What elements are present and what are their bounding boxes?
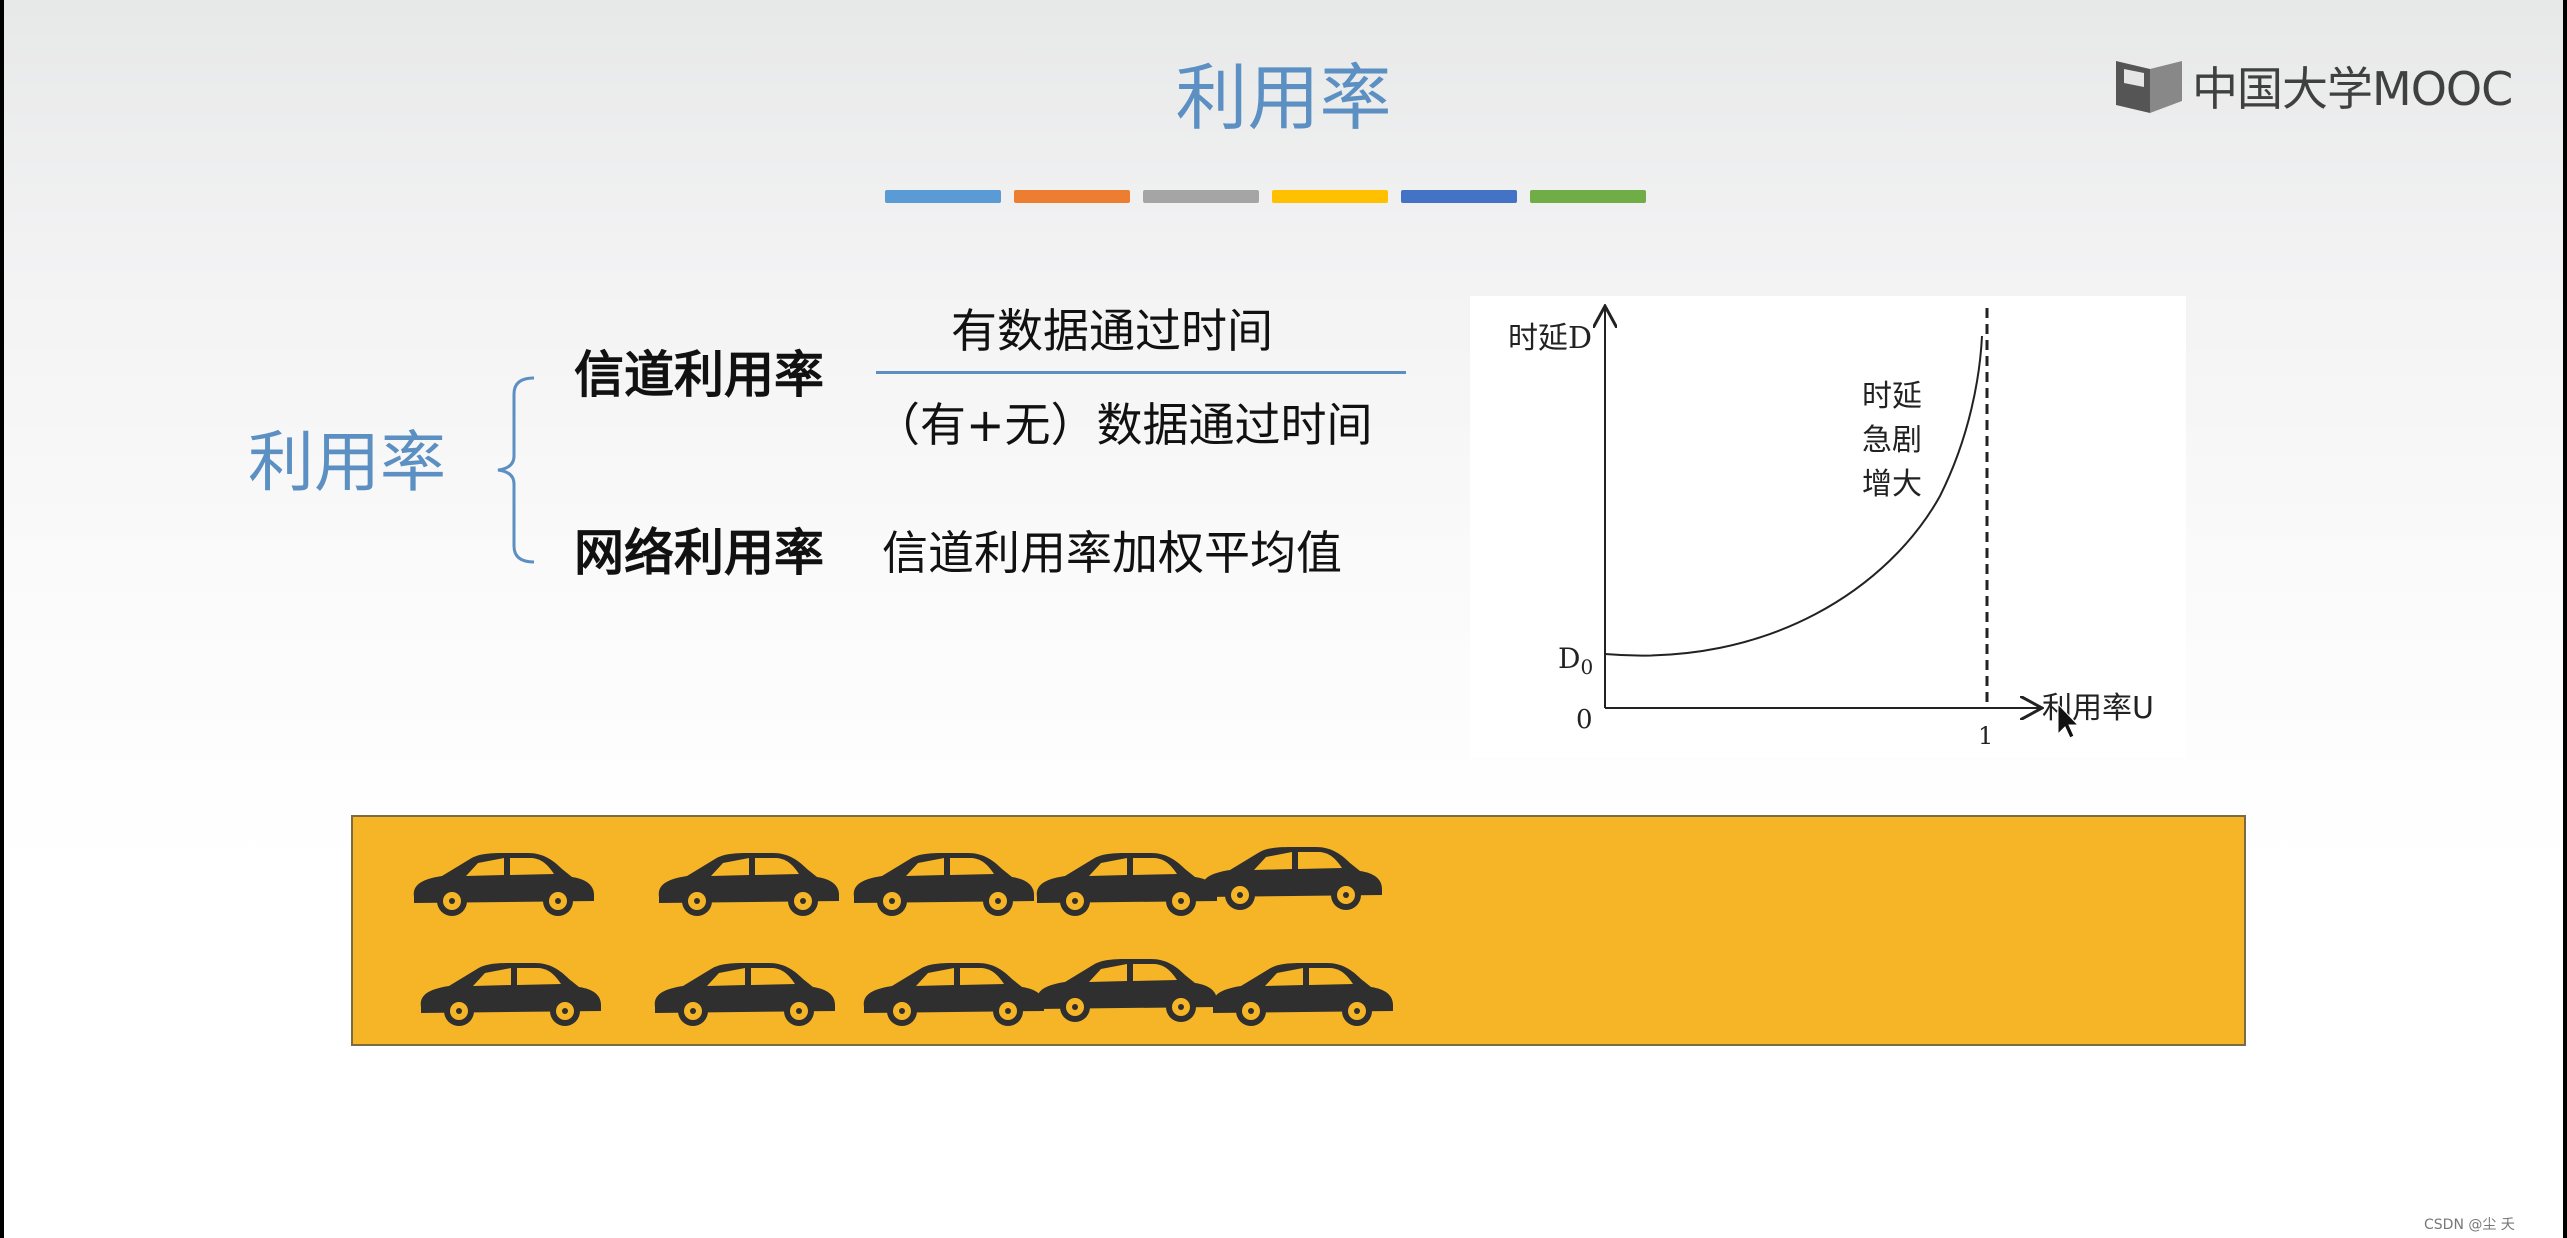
accent-bar-segment	[1401, 190, 1517, 203]
watermark: CSDN @尘 夭	[2424, 1217, 2515, 1233]
car-icon	[649, 957, 839, 1033]
traffic-road	[351, 815, 2246, 1046]
accent-bar-segment	[1530, 190, 1646, 203]
annotation-line: 增大	[1862, 467, 1922, 502]
car-icon	[858, 957, 1048, 1033]
d0-label: D0	[1558, 642, 1593, 679]
x-tick-one: 1	[1978, 722, 1993, 750]
d0-subscript: 0	[1580, 655, 1593, 679]
accent-color-bar	[885, 190, 1646, 203]
fraction-numerator: 有数据通过时间	[951, 304, 1273, 358]
delay-curve	[1604, 335, 1983, 657]
accent-bar-segment	[1014, 190, 1130, 203]
network-utilization-description: 信道利用率加权平均值	[882, 526, 1342, 580]
d0-letter: D	[1558, 642, 1580, 675]
car-icon	[415, 957, 605, 1033]
mouse-pointer-icon	[2057, 702, 2080, 739]
car-icon	[1031, 953, 1221, 1029]
car-icon	[1031, 847, 1221, 923]
utilization-term: 利用率	[248, 424, 446, 501]
y-axis-label: 时延D	[1508, 321, 1592, 356]
mooc-logo-icon	[2116, 61, 2182, 113]
accent-bar-segment	[885, 190, 1001, 203]
fraction-denominator: （有+无）数据通过时间	[874, 398, 1373, 452]
network-utilization-label: 网络利用率	[574, 524, 824, 582]
delay-utilization-graph: 时延D 0 D0 1 利用率U 时延 急剧 增大	[1470, 296, 2186, 758]
annotation-line: 急剧	[1862, 423, 1922, 458]
accent-bar-segment	[1143, 190, 1259, 203]
car-icon	[653, 847, 843, 923]
car-icon	[1207, 957, 1397, 1033]
slide: 利用率 中国大学MOOC 利用率 信道利用率 有数据通过时间 （有+无）数据通过…	[4, 0, 2563, 1238]
mooc-logo-text: 中国大学MOOC	[2192, 62, 2513, 116]
slide-title: 利用率	[1175, 56, 1392, 140]
curly-brace	[497, 376, 535, 564]
car-icon	[848, 847, 1038, 923]
annotation-line: 时延	[1862, 379, 1922, 414]
car-icon	[1196, 841, 1386, 917]
car-icon	[408, 847, 598, 923]
mooc-logo: 中国大学MOOC	[2116, 55, 2513, 117]
fraction-line	[876, 371, 1406, 374]
accent-bar-segment	[1272, 190, 1388, 203]
channel-utilization-label: 信道利用率	[574, 346, 824, 404]
origin-label: 0	[1576, 705, 1593, 735]
